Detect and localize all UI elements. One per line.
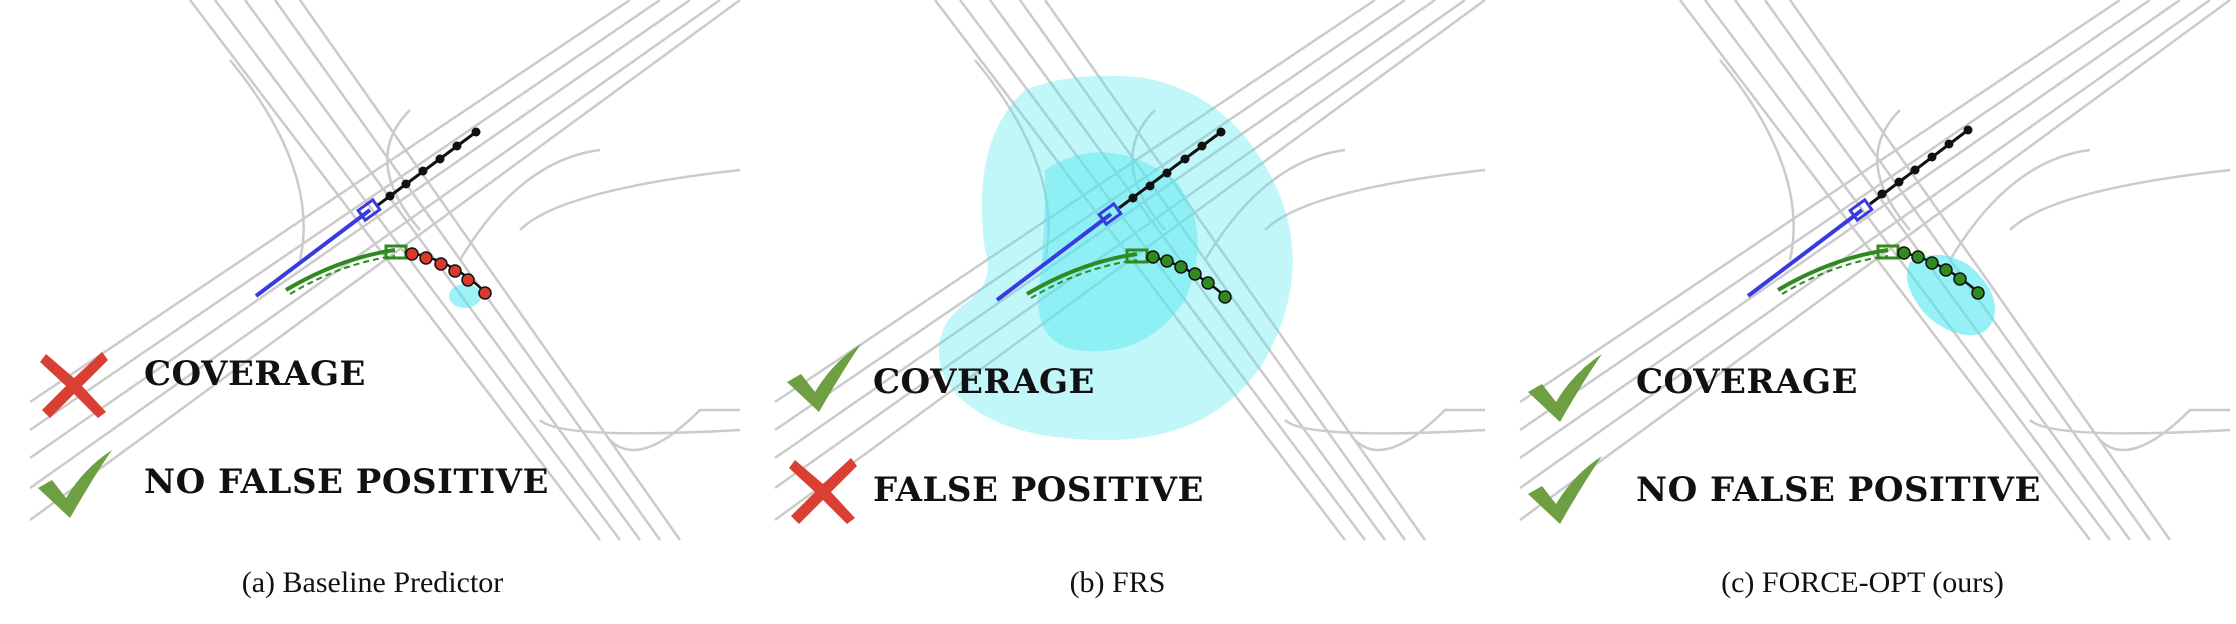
past-trajectory (1869, 125, 1973, 206)
frs-inner-region (1038, 152, 1198, 352)
force-opt-region (1906, 254, 1995, 336)
caption-a: (a) Baseline Predictor (241, 566, 504, 599)
cross-icon (40, 352, 108, 418)
coverage-label: COVERAGE (144, 354, 366, 394)
panel-c: COVERAGE NO FALSE POSITIVE (c) FORCE-OPT… (1490, 0, 2235, 624)
road-network (1519, 0, 2231, 541)
panel-b: COVERAGE FALSE POSITIVE (b) FRS (745, 0, 1490, 624)
false-positive-label: FALSE POSITIVE (873, 470, 1204, 510)
caption-b: (b) FRS (1069, 566, 1166, 599)
check-icon (1528, 456, 1602, 524)
predicted-points (1897, 246, 1985, 300)
false-positive-label: NO FALSE POSITIVE (1636, 470, 2041, 510)
past-trajectory (1118, 127, 1226, 210)
ego-vehicle (1746, 197, 1874, 298)
cross-icon (789, 458, 857, 524)
coverage-label: COVERAGE (1636, 362, 1858, 402)
predicted-points (1146, 250, 1232, 304)
check-icon (787, 344, 861, 412)
coverage-label: COVERAGE (873, 362, 1095, 402)
road-network (29, 0, 741, 541)
false-positive-label: NO FALSE POSITIVE (144, 462, 549, 502)
scene-c (1519, 0, 2231, 541)
prediction-region (449, 284, 481, 308)
check-icon (38, 450, 112, 518)
caption-c: (c) FORCE-OPT (ours) (1721, 566, 2004, 599)
scene-b (774, 0, 1486, 541)
panel-a: COVERAGE NO FALSE POSITIVE (a) Baseline … (0, 0, 745, 624)
predicted-points (404, 247, 492, 300)
ego-vehicle (254, 197, 382, 298)
ego-vehicle (995, 201, 1123, 302)
check-icon (1528, 354, 1602, 422)
scene-a (29, 0, 741, 541)
agent-vehicle (284, 244, 408, 295)
past-trajectory (377, 127, 481, 207)
